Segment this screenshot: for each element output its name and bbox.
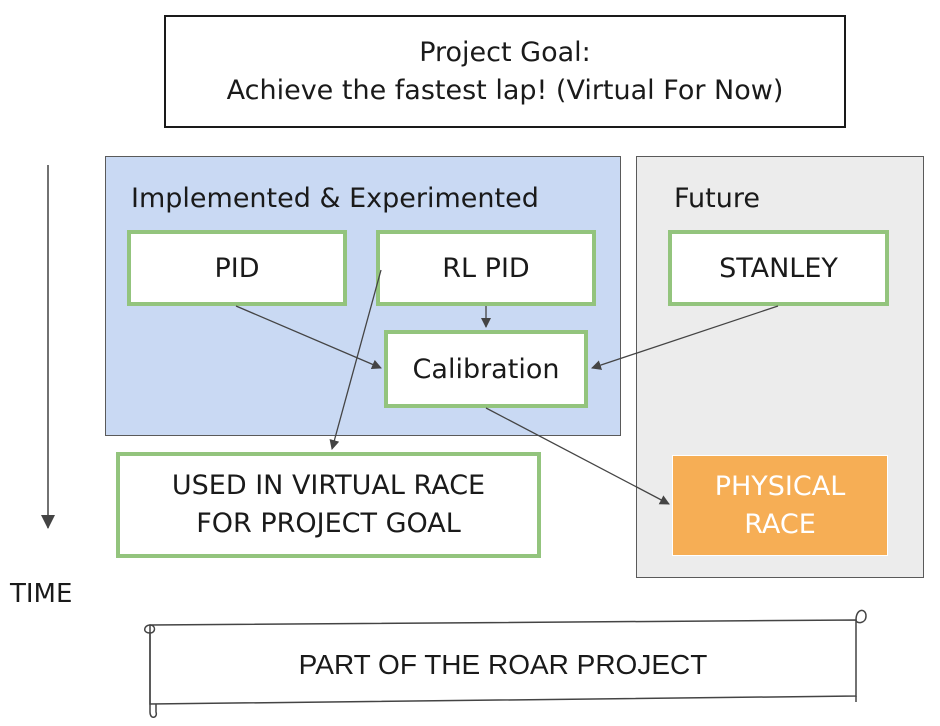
project-goal-heading: Project Goal: [419,36,591,68]
time-label: TIME [10,579,73,609]
future-panel-title: Future [674,183,760,214]
roar-project-banner-text: PART OF THE ROAR PROJECT [298,649,708,680]
pid-label: PID [214,252,260,284]
implemented-panel-title: Implemented & Experimented [131,183,539,214]
project-goal-text: Achieve the fastest lap! (Virtual For No… [226,74,784,106]
virtual-race-line2: FOR PROJECT GOAL [196,508,461,539]
project-goal-box: Project Goal: Achieve the fastest lap! (… [164,15,846,128]
virtual-race-node: USED IN VIRTUAL RACE FOR PROJECT GOAL [116,452,541,558]
physical-race-line2: RACE [744,508,816,540]
physical-race-node: PHYSICAL RACE [672,455,888,556]
rl-pid-node: RL PID [376,230,596,306]
pid-node: PID [127,230,347,306]
arrow-stanley-to-calibration [591,305,779,370]
virtual-race-line1: USED IN VIRTUAL RACE [171,470,486,501]
arrow-rlpid-to-virtual-race [329,269,382,450]
calibration-label: Calibration [412,353,560,385]
arrow-pid-to-calibration [235,305,382,370]
arrow-calibration-to-physical-race [485,407,670,505]
stanley-node: STANLEY [668,230,889,306]
calibration-node: Calibration [384,330,588,408]
physical-race-line1: PHYSICAL [714,470,846,502]
scroll-banner [144,609,867,718]
rl-pid-label: RL PID [442,252,530,284]
stanley-label: STANLEY [719,252,838,284]
